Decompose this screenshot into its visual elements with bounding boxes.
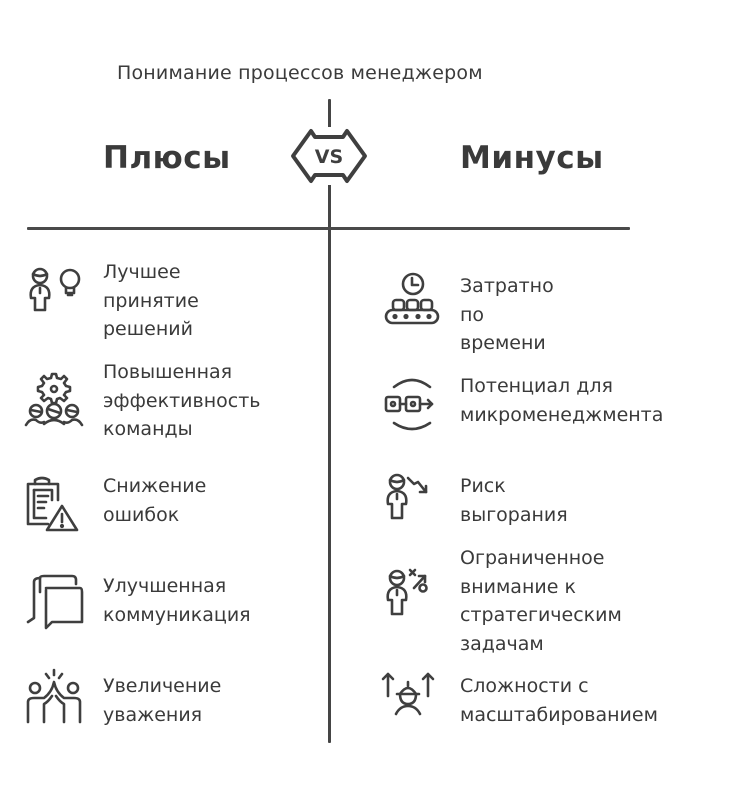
micromanagement-cycle-icon — [380, 373, 444, 437]
chat-bubbles-icon — [22, 570, 86, 634]
person-strategy-icon — [380, 566, 444, 630]
clock-conveyor-icon — [380, 272, 444, 336]
pros-item-3-label: Снижение ошибок — [103, 475, 207, 526]
pros-item-2-label: Повышенная эффективность команды — [103, 361, 261, 440]
worker-scaling-arrows-icon — [380, 668, 444, 732]
high-five-icon — [22, 666, 86, 730]
pros-item-5-label: Увеличение уважения — [103, 675, 222, 726]
cons-item-4-label: Ограниченное внимание к стратегическим з… — [460, 547, 622, 655]
cons-item-2-label: Потенциал для микроменеджмента — [460, 375, 664, 426]
cons-item-1-label: Затратно по времени — [460, 275, 554, 354]
vs-hexagon-icon: VS — [291, 127, 367, 185]
clipboard-warning-icon — [22, 476, 86, 540]
person-downtrend-icon — [380, 470, 444, 534]
pros-heading: Плюсы — [103, 140, 231, 176]
svg-text:VS: VS — [315, 146, 343, 168]
cons-heading: Минусы — [460, 140, 604, 176]
horizontal-divider — [27, 227, 630, 230]
vertical-divider — [328, 99, 331, 743]
cons-item-3-label: Риск выгорания — [460, 475, 568, 526]
team-gear-icon — [22, 370, 86, 434]
cons-item-5-label: Сложности с масштабированием — [460, 675, 658, 726]
pros-item-1-label: Лучшее принятие решений — [103, 261, 199, 340]
vs-badge: VS — [289, 127, 369, 185]
pros-item-4-label: Улучшенная коммуникация — [103, 575, 251, 626]
person-lightbulb-icon — [22, 264, 86, 328]
diagram-title: Понимание процессов менеджером — [117, 62, 483, 84]
